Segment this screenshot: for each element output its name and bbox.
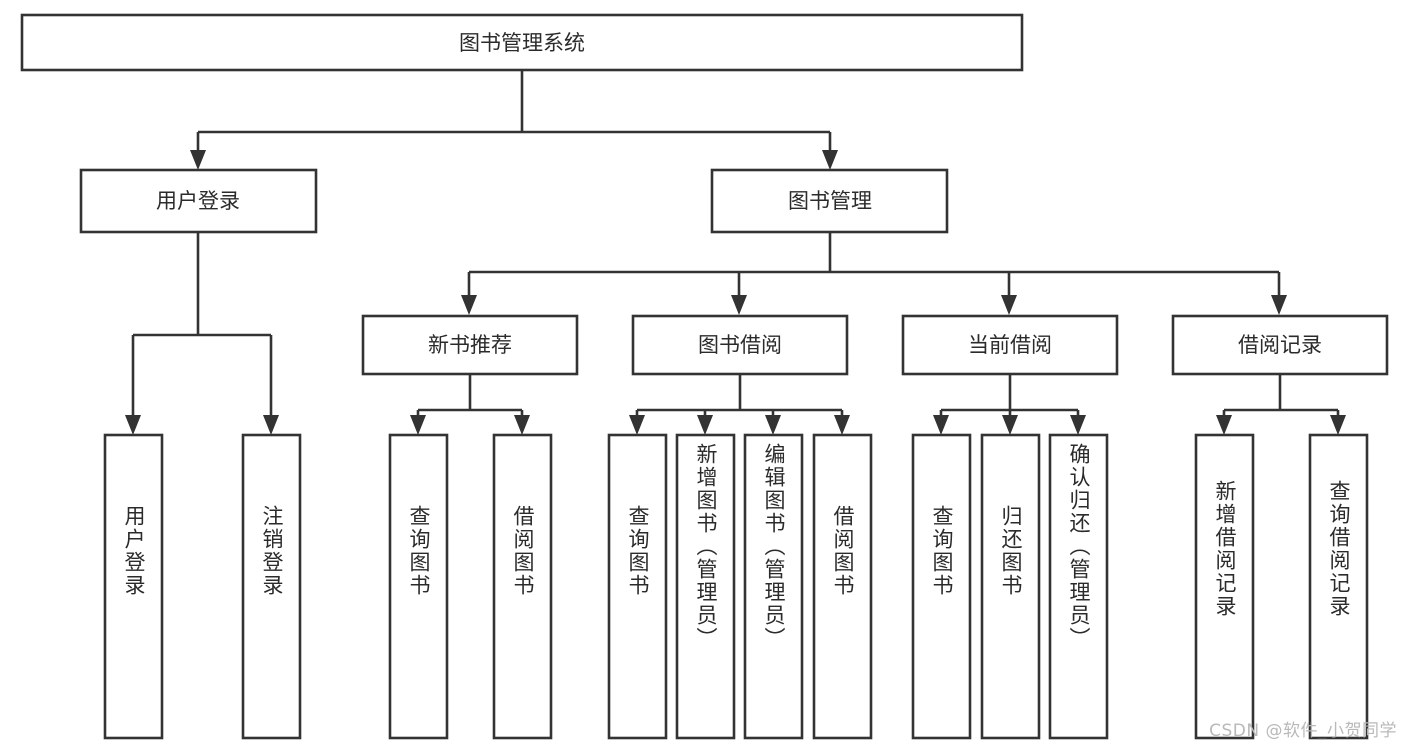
connector-newbook-to-leaves — [410, 373, 530, 435]
node-current-borrow-label: 当前借阅 — [968, 333, 1052, 357]
node-leaf-borrow-book-1-box[interactable] — [492, 433, 553, 740]
connector-bookmgmt-to-level3 — [461, 232, 1287, 315]
arrow-head-icon — [190, 150, 206, 170]
node-borrow-record-box[interactable] — [1171, 314, 1389, 376]
node-new-book-recommend-box[interactable] — [361, 314, 579, 376]
watermark-text: CSDN @软件_小贺同学 — [1209, 721, 1397, 741]
node-leaf-query-book-3-box[interactable] — [911, 433, 972, 740]
connector-bookborrow-to-leaves — [629, 373, 850, 435]
node-leaf-add-record-box[interactable] — [1194, 433, 1255, 740]
node-book-borrow[interactable]: 图书借阅 — [631, 314, 849, 376]
node-borrow-record-label: 借阅记录 — [1238, 333, 1322, 357]
node-current-borrow-box[interactable] — [901, 314, 1119, 376]
arrow-head-icon — [822, 150, 838, 170]
node-leaf-query-book-2-box[interactable] — [607, 433, 668, 740]
node-book-borrow-label: 图书借阅 — [698, 333, 782, 357]
node-root-label: 图书管理系统 — [459, 31, 585, 55]
connector-userlogin-to-leaves — [125, 232, 279, 435]
node-user-login-label: 用户登录 — [156, 189, 240, 213]
node-user-login-box[interactable] — [79, 168, 318, 234]
node-book-management-label: 图书管理 — [788, 189, 872, 213]
node-leaf-query-record-box[interactable] — [1308, 433, 1369, 740]
connector-borrowrecord-to-leaves — [1216, 373, 1346, 435]
node-root[interactable]: 图书管理系统 — [20, 13, 1024, 72]
node-user-login[interactable]: 用户登录 — [79, 168, 318, 234]
node-leaf-query-book-1-box[interactable] — [388, 433, 449, 740]
connector-currentborrow-to-leaves — [933, 373, 1086, 435]
node-current-borrow[interactable]: 当前借阅 — [901, 314, 1119, 376]
node-leaf-edit-book-box[interactable] — [743, 433, 804, 740]
node-borrow-record[interactable]: 借阅记录 — [1171, 314, 1389, 376]
node-new-book-recommend-label: 新书推荐 — [428, 333, 512, 357]
node-leaf-user-login-box[interactable] — [103, 433, 164, 740]
connector-root-to-level2 — [190, 70, 838, 170]
node-leaf-confirm-return-box[interactable] — [1048, 433, 1109, 740]
node-book-borrow-box[interactable] — [631, 314, 849, 376]
node-leaf-add-book-box[interactable] — [675, 433, 736, 740]
node-new-book-recommend[interactable]: 新书推荐 — [361, 314, 579, 376]
node-book-management-box[interactable] — [710, 168, 949, 234]
node-leaf-borrow-book-2-box[interactable] — [812, 433, 873, 740]
node-leaf-return-book-box[interactable] — [980, 433, 1041, 740]
node-root-box[interactable] — [20, 13, 1024, 72]
node-leaf-logout-box[interactable] — [241, 433, 302, 740]
node-book-management[interactable]: 图书管理 — [710, 168, 949, 234]
